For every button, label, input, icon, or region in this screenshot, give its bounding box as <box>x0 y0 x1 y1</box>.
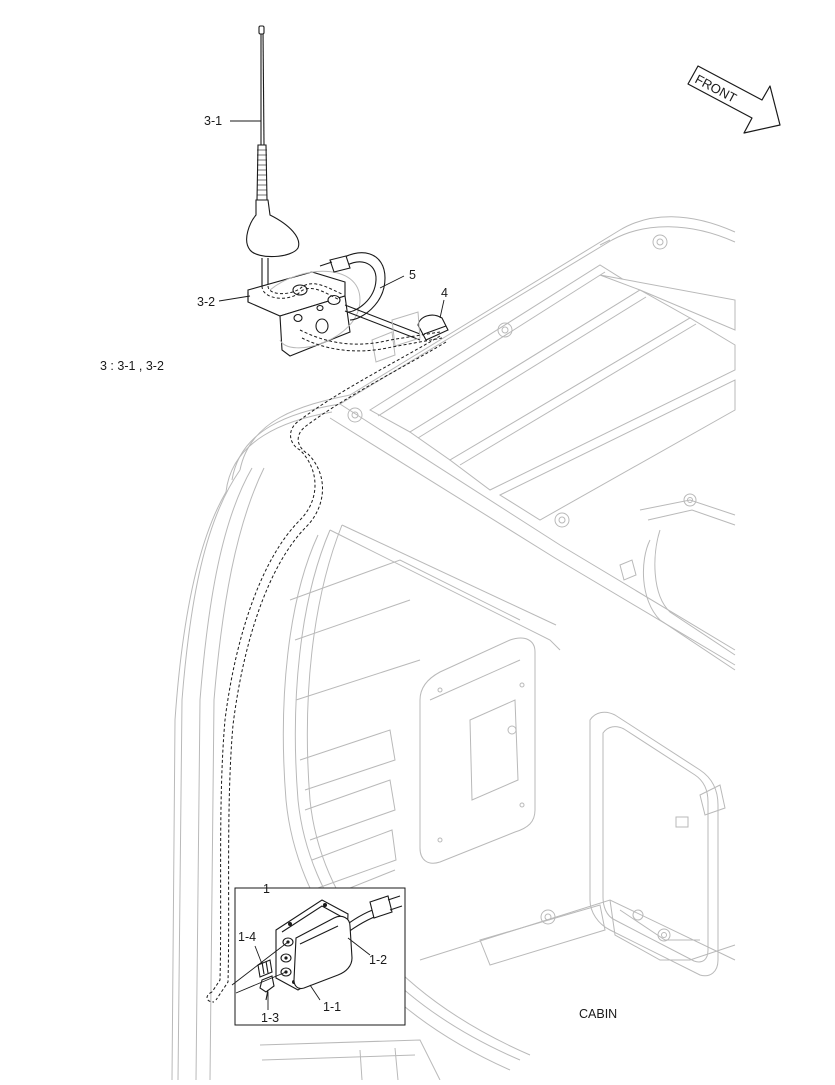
antenna-bracket <box>247 270 361 357</box>
callout-1-1: 1-1 <box>323 1000 341 1014</box>
callout-5: 5 <box>409 268 416 282</box>
callouts: 3-1 3-2 5 4 3 : 3-1 , 3-2 1 1-4 1-2 1-1 … <box>100 114 617 1025</box>
callout-3-1: 3-1 <box>204 114 222 128</box>
callout-1-2: 1-2 <box>369 953 387 967</box>
cabin-outline <box>171 216 736 1081</box>
leader-lines <box>218 120 445 1010</box>
callout-1: 1 <box>263 882 270 896</box>
front-direction-arrow: FRONT <box>687 65 781 134</box>
radio-unit-inset <box>234 887 406 1026</box>
callout-3-2: 3-2 <box>197 295 215 309</box>
feeder-cable-loop <box>319 252 386 321</box>
callout-4: 4 <box>441 286 448 300</box>
antenna-assembly <box>246 25 300 286</box>
cable-connector <box>344 304 449 363</box>
cabin-label: CABIN <box>579 1007 617 1021</box>
callout-1-4: 1-4 <box>238 930 256 944</box>
callout-1-3: 1-3 <box>261 1011 279 1025</box>
cable-route <box>206 283 447 1003</box>
assembly-note: 3 : 3-1 , 3-2 <box>100 359 164 373</box>
